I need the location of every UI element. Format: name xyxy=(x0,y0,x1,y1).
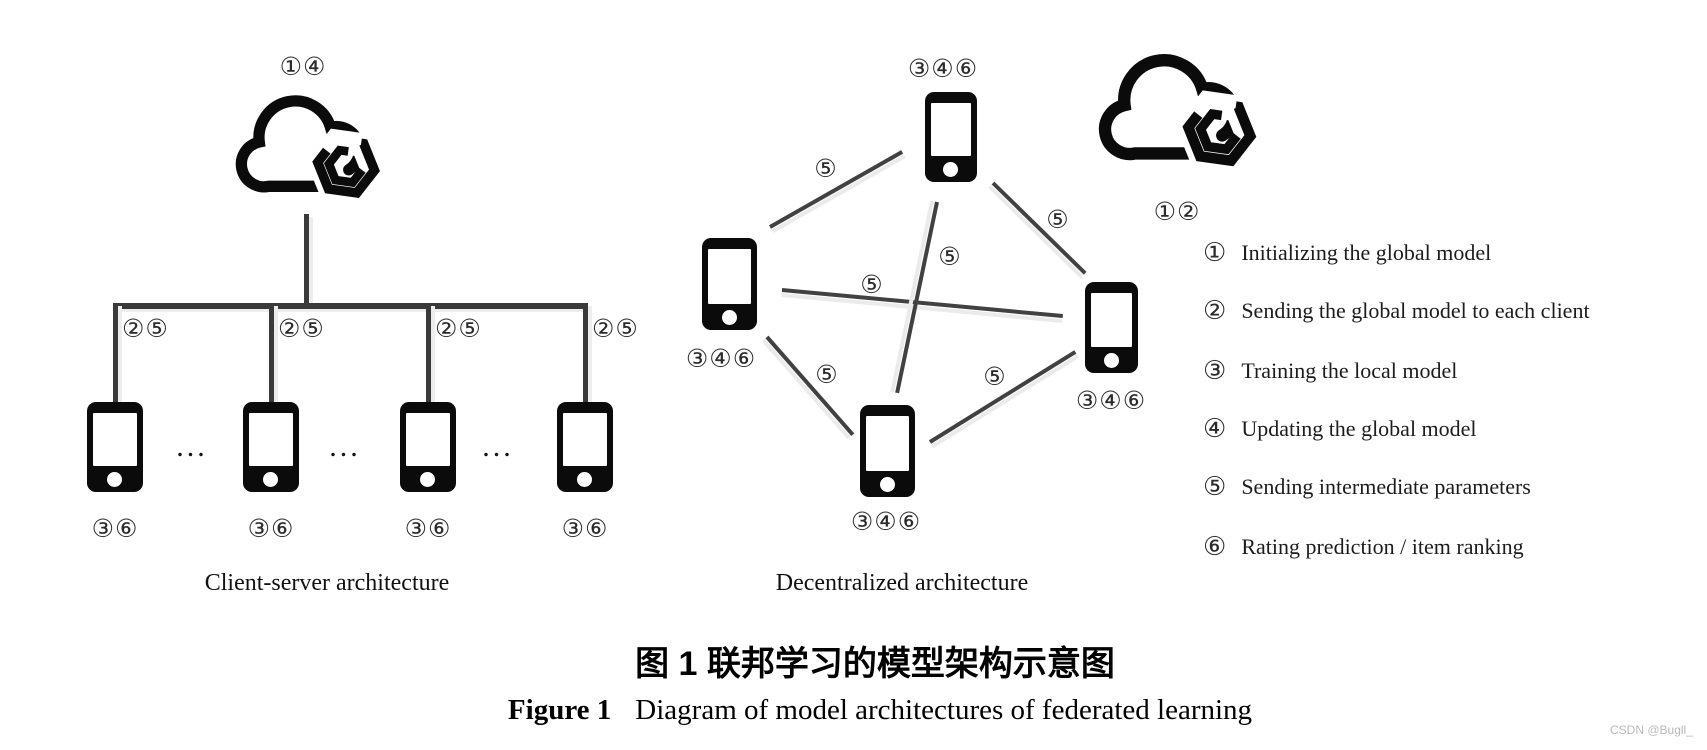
legend-item: ① Initializing the global model xyxy=(1203,237,1491,269)
peer-phone-icon xyxy=(1085,282,1138,373)
ellipsis: ... xyxy=(176,430,208,463)
legend-num: ⑤ xyxy=(1203,472,1228,502)
phone-home-button xyxy=(1103,353,1119,368)
legend-cloud-label: ①② xyxy=(1153,197,1201,226)
tree-bar-line xyxy=(113,303,588,309)
edge-label: ⑤ xyxy=(814,154,838,183)
peer-phone-icon xyxy=(702,238,757,330)
ellipsis: ... xyxy=(482,430,514,463)
ellipsis: ... xyxy=(329,430,361,463)
legend-num: ③ xyxy=(1203,356,1228,386)
peer-node-label: ③④⑥ xyxy=(1075,386,1147,415)
edge-label: ⑤ xyxy=(938,242,962,271)
branch-label: ②⑤ xyxy=(278,314,325,343)
edge-label: ⑤ xyxy=(860,270,884,299)
server-cloud-label: ①④ xyxy=(279,52,327,81)
client-phone-icon xyxy=(87,402,143,492)
p2p-edge xyxy=(895,201,939,394)
client-phone-icon xyxy=(243,402,299,492)
figure-caption-en: Figure 1 Diagram of model architectures o… xyxy=(0,694,1707,727)
branch-line xyxy=(426,303,431,403)
legend-text: Updating the global model xyxy=(1241,416,1477,441)
phone-home-button xyxy=(943,162,958,177)
peer-phone-icon xyxy=(925,92,977,182)
phone-home-button xyxy=(420,472,435,487)
legend-text: Sending intermediate parameters xyxy=(1241,474,1531,499)
phone-screen xyxy=(563,413,607,466)
client-device-label: ③⑥ xyxy=(247,514,295,543)
peer-phone-icon xyxy=(860,405,915,497)
legend-num: ① xyxy=(1203,238,1228,268)
branch-label: ②⑤ xyxy=(592,314,639,343)
client-device-label: ③⑥ xyxy=(404,514,452,543)
csdn-watermark: CSDN @Bugll_ xyxy=(1610,723,1693,737)
cloud-server-icon xyxy=(1088,52,1273,180)
peer-node-label: ③④⑥ xyxy=(685,344,757,373)
legend-item: ⑤ Sending intermediate parameters xyxy=(1203,471,1531,503)
branch-line xyxy=(269,303,274,403)
legend-text: Training the local model xyxy=(1241,358,1458,383)
legend-item: ⑥ Rating prediction / item ranking xyxy=(1203,531,1524,563)
phone-home-button xyxy=(879,477,895,492)
figure-caption-zh: 图 1 联邦学习的模型架构示意图 xyxy=(635,645,1115,683)
branch-label: ②⑤ xyxy=(122,314,169,343)
client-device-label: ③⑥ xyxy=(91,514,139,543)
edge-label: ⑤ xyxy=(815,360,839,389)
client-phone-icon xyxy=(400,402,456,492)
legend-num: ② xyxy=(1203,296,1228,326)
branch-line xyxy=(583,303,588,403)
legend-item: ④ Updating the global model xyxy=(1203,413,1477,445)
legend-item: ② Sending the global model to each clien… xyxy=(1203,295,1590,327)
decentralized-caption: Decentralized architecture xyxy=(775,570,1029,596)
phone-home-button xyxy=(577,472,592,487)
phone-home-button xyxy=(721,310,737,325)
cloud-server-icon xyxy=(228,86,393,218)
phone-screen xyxy=(249,413,293,466)
peer-node-label: ③④⑥ xyxy=(907,54,979,83)
phone-screen xyxy=(708,249,751,304)
branch-label: ②⑤ xyxy=(435,314,482,343)
legend-num: ④ xyxy=(1203,414,1228,444)
phone-screen xyxy=(406,413,450,466)
peer-node-label: ③④⑥ xyxy=(850,507,922,536)
figure-caption-en-prefix: Figure 1 xyxy=(507,694,612,726)
figure-caption-en-text: Diagram of model architectures of federa… xyxy=(635,694,1253,726)
phone-screen xyxy=(1091,293,1132,347)
legend-text: Rating prediction / item ranking xyxy=(1241,534,1524,559)
phone-screen xyxy=(931,103,971,156)
phone-screen xyxy=(93,413,137,466)
client-server-caption: Client-server architecture xyxy=(204,570,450,596)
phone-home-button xyxy=(263,472,278,487)
phone-screen xyxy=(866,416,909,471)
branch-line xyxy=(113,303,118,403)
p2p-edge xyxy=(781,288,1063,319)
legend-num: ⑥ xyxy=(1203,532,1228,562)
legend-text: Sending the global model to each client xyxy=(1241,298,1590,323)
client-device-label: ③⑥ xyxy=(561,514,609,543)
server-stem-line xyxy=(304,214,309,306)
legend-text: Initializing the global model xyxy=(1241,240,1492,265)
legend-item: ③ Training the local model xyxy=(1203,355,1457,387)
client-phone-icon xyxy=(557,402,613,492)
edge-label: ⑤ xyxy=(983,362,1007,391)
phone-home-button xyxy=(107,472,122,487)
edge-label: ⑤ xyxy=(1046,205,1070,234)
